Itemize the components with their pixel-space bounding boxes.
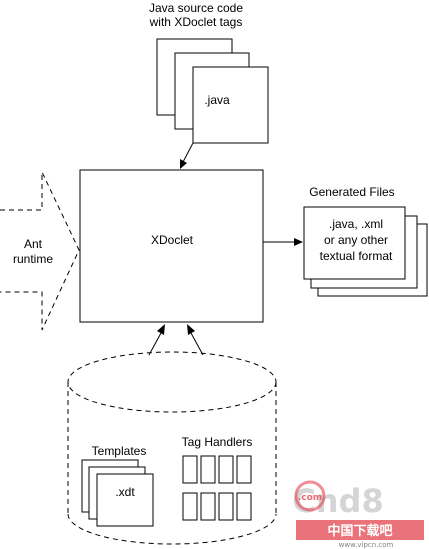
generated-line3: textual format [320,249,393,263]
ant-label-line2: runtime [13,252,53,266]
source-caption-line2: with XDoclet tags [149,15,243,29]
tag-handler-box [182,455,198,484]
tag-handler-box [200,455,216,484]
generated-files-stack: Generated Files .java, .xml or any other… [303,185,428,297]
xdoclet-label: XDoclet [151,233,194,247]
arrows-repository-to-xdoclet [148,324,204,356]
java-source-stack: Java source code with XDoclet tags .java [149,1,269,144]
xdoclet-box: XDoclet [79,169,264,323]
svg-text:www.vipcn.com: www.vipcn.com [339,541,394,549]
tag-handler-box [236,492,252,521]
source-caption-line1: Java source code [149,1,243,15]
generated-caption: Generated Files [309,185,394,199]
generated-line2: or any other [324,233,388,247]
arrow-source-to-xdoclet [180,142,194,169]
cnd8-watermark-logo: Cnd8 .com 中国下载吧 www.vipcn.com [292,480,424,549]
tag-handler-box [218,492,234,521]
templates-caption: Templates [92,444,147,458]
templates-file-label: .xdt [115,485,135,499]
repository-cylinder: Templates .xdt Tag Handlers [67,351,277,545]
template-page-front [96,473,154,527]
tag-handler-boxes [182,455,252,521]
tag-handler-box [182,492,198,521]
ant-label-line1: Ant [24,237,43,251]
tag-handler-box [236,455,252,484]
tag-handlers-caption: Tag Handlers [182,435,253,449]
tag-handler-box [218,455,234,484]
source-page-front [192,66,269,144]
svg-text:.com: .com [298,493,322,503]
generated-page-front [303,206,406,280]
ant-runtime-shape: Ant runtime [0,171,80,331]
generated-line1: .java, .xml [329,217,383,231]
source-file-label: .java [204,93,230,107]
tag-handler-box [200,492,216,521]
svg-text:Cnd8: Cnd8 [292,482,383,520]
svg-text:中国下载吧: 中国下载吧 [327,523,392,539]
arrow-xdoclet-to-generated [263,238,303,246]
